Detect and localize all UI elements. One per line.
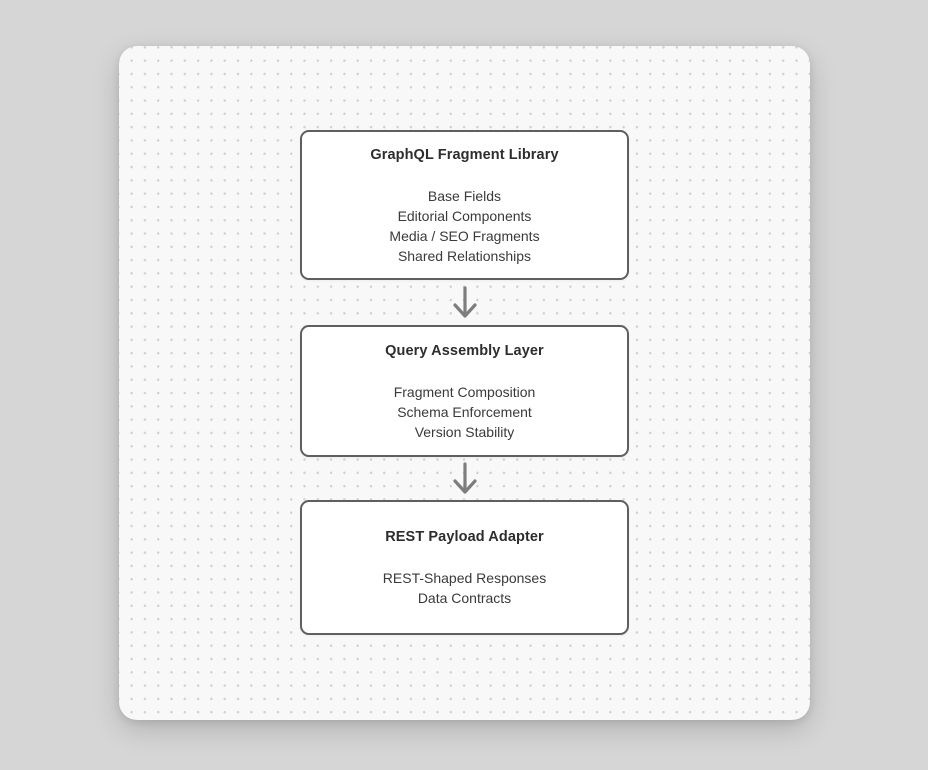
node-item-list: Base Fields Editorial Components Media /… xyxy=(389,186,539,266)
diagram-node-query-assembly-layer: Query Assembly Layer Fragment Compositio… xyxy=(300,325,629,457)
diagram-canvas: GraphQL Fragment Library Base Fields Edi… xyxy=(119,46,810,720)
node-item: Data Contracts xyxy=(417,590,512,606)
node-item-list: Fragment Composition Schema Enforcement … xyxy=(394,382,536,442)
node-item: Media / SEO Fragments xyxy=(389,227,540,244)
node-title: REST Payload Adapter xyxy=(385,529,544,545)
node-item-list: REST-Shaped Responses Data Contracts xyxy=(383,568,546,608)
node-item: Fragment Composition xyxy=(393,383,536,400)
node-item: REST-Shaped Responses xyxy=(382,570,547,586)
node-item: Schema Enforcement xyxy=(397,403,532,420)
connector xyxy=(450,457,480,500)
node-title: GraphQL Fragment Library xyxy=(370,146,559,163)
node-item: Base Fields xyxy=(427,187,502,204)
node-item: Shared Relationships xyxy=(397,247,532,264)
node-item: Version Stability xyxy=(414,423,515,440)
connector xyxy=(450,280,480,325)
diagram-node-rest-payload-adapter: REST Payload Adapter REST-Shaped Respons… xyxy=(300,500,629,635)
node-title: Query Assembly Layer xyxy=(385,342,544,359)
arrow-down-icon xyxy=(452,461,477,494)
node-item: Editorial Components xyxy=(397,207,532,224)
arrow-down-icon xyxy=(452,285,477,318)
diagram-node-graphql-fragment-library: GraphQL Fragment Library Base Fields Edi… xyxy=(300,130,629,280)
